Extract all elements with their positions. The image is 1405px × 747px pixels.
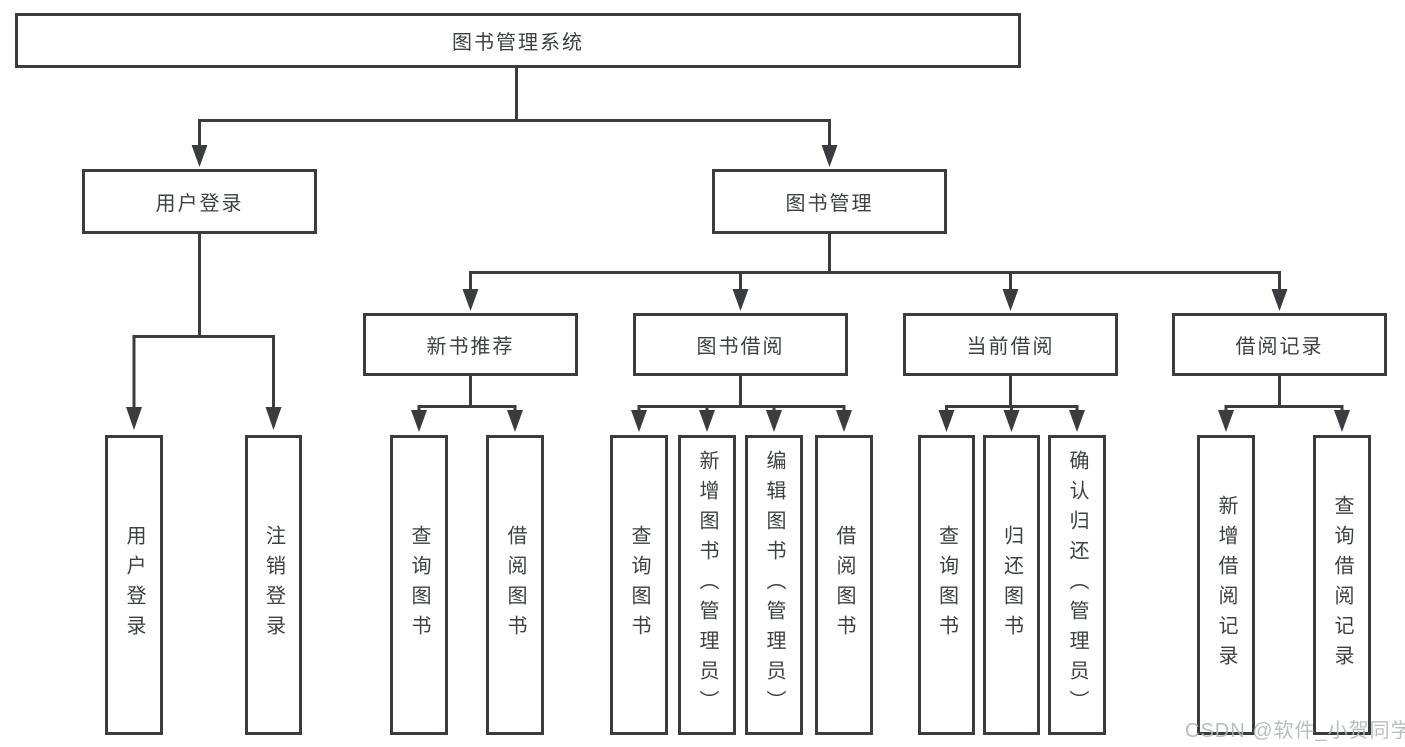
leaf-records-query-record: 查询借阅记录 (1313, 435, 1371, 735)
leaf-records-add-record-label: 新增借阅记录 (1215, 495, 1237, 675)
node-book-management-label: 图书管理 (785, 193, 874, 215)
node-root: 图书管理系统 (15, 13, 1021, 68)
watermark: CSDN @软件_小贺同学 (1185, 720, 1405, 742)
leaf-newbooks-borrow-book: 借阅图书 (486, 435, 544, 735)
leaf-newbooks-query-book: 查询图书 (390, 435, 448, 735)
leaf-current-confirm-return-admin-label: 确认归还（管理员） (1066, 450, 1088, 720)
leaf-records-add-record: 新增借阅记录 (1197, 435, 1255, 735)
leaf-borrowing-edit-book-admin: 编辑图书（管理员） (745, 435, 803, 735)
leaf-current-return-book-label: 归还图书 (1000, 525, 1023, 645)
leaf-newbooks-query-book-label: 查询图书 (408, 525, 430, 645)
node-user-login: 用户登录 (82, 169, 317, 234)
leaf-borrowing-edit-book-admin-label: 编辑图书（管理员） (763, 450, 785, 720)
node-current-borrowing-label: 当前借阅 (966, 336, 1055, 358)
leaf-current-query-book-label: 查询图书 (935, 525, 958, 645)
node-current-borrowing: 当前借阅 (903, 313, 1118, 376)
leaf-borrowing-query-book-label: 查询图书 (628, 525, 650, 645)
leaf-logout-label: 注销登录 (262, 525, 285, 645)
leaf-borrowing-borrow-book: 借阅图书 (815, 435, 873, 735)
leaf-borrowing-add-book-admin-label: 新增图书（管理员） (696, 450, 718, 720)
node-new-book-recommend: 新书推荐 (363, 313, 578, 376)
node-book-borrowing: 图书借阅 (633, 313, 848, 376)
node-new-book-recommend-label: 新书推荐 (426, 336, 515, 358)
node-book-management: 图书管理 (712, 169, 947, 234)
leaf-borrowing-add-book-admin: 新增图书（管理员） (678, 435, 736, 735)
leaf-user-login: 用户登录 (105, 435, 163, 735)
leaf-borrowing-borrow-book-label: 借阅图书 (833, 525, 855, 645)
leaf-current-return-book: 归还图书 (983, 435, 1040, 735)
leaf-logout: 注销登录 (245, 435, 302, 735)
leaf-records-query-record-label: 查询借阅记录 (1331, 495, 1353, 675)
node-book-borrowing-label: 图书借阅 (696, 336, 785, 358)
node-borrow-records: 借阅记录 (1172, 313, 1387, 376)
node-root-label: 图书管理系统 (452, 32, 584, 54)
leaf-newbooks-borrow-book-label: 借阅图书 (504, 525, 526, 645)
leaf-borrowing-query-book: 查询图书 (610, 435, 668, 735)
leaf-current-confirm-return-admin: 确认归还（管理员） (1048, 435, 1106, 735)
node-borrow-records-label: 借阅记录 (1235, 336, 1324, 358)
leaf-current-query-book: 查询图书 (918, 435, 975, 735)
node-user-login-label: 用户登录 (155, 193, 244, 215)
leaf-user-login-label: 用户登录 (123, 525, 145, 645)
